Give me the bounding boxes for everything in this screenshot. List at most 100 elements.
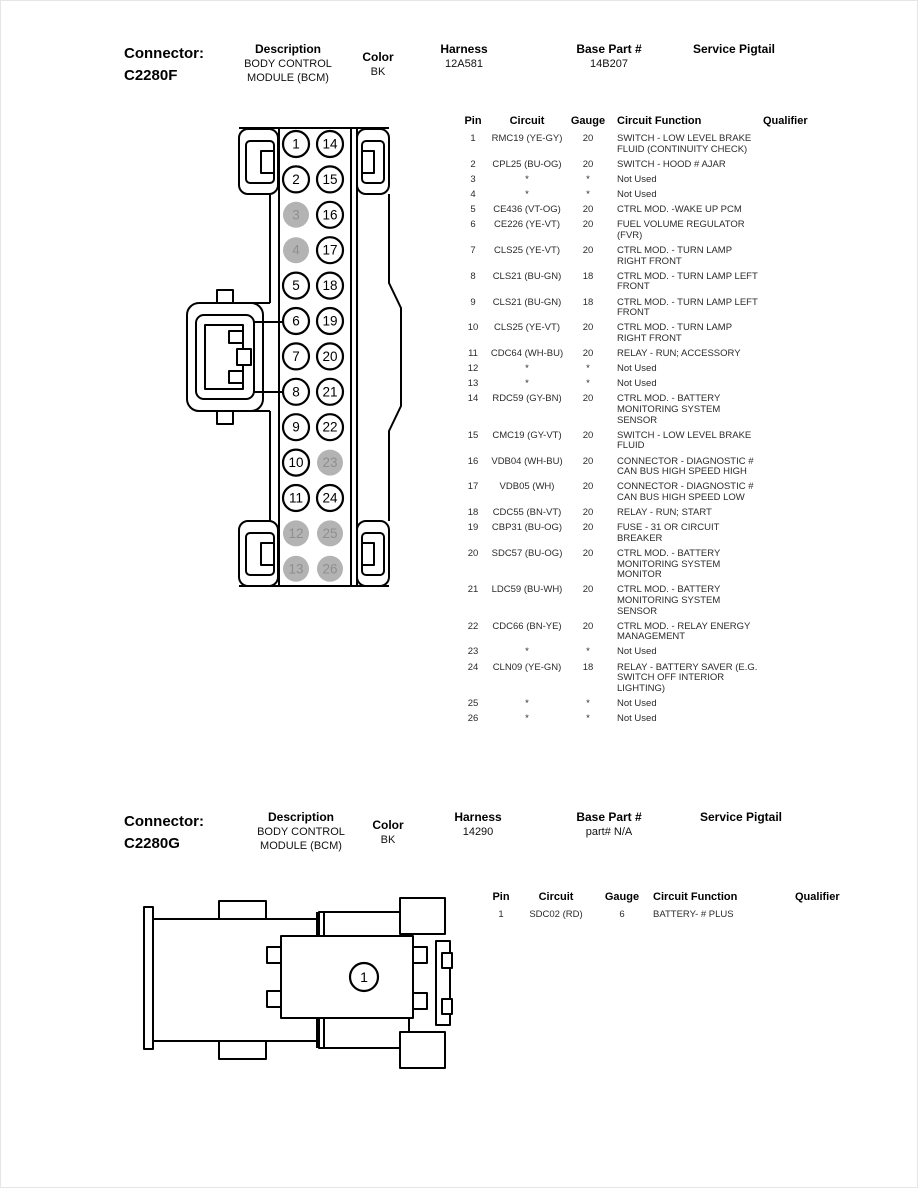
row-11-pin: 11 <box>468 348 478 359</box>
color-label: Color <box>372 818 404 832</box>
row-9-pin: 9 <box>470 296 476 308</box>
row-2-gauge: 20 <box>582 158 594 170</box>
row-7-pin: 7 <box>470 245 476 256</box>
row-1-fn: SWITCH - LOW LEVEL BRAKE FLUID (CONTINUI… <box>617 133 752 155</box>
row-8-pin: 8 <box>470 270 476 282</box>
row-7-circuit: CLS25 (YE-VT) <box>494 245 560 256</box>
row-20-pin: 20 <box>467 547 479 559</box>
row-9-gauge: 18 <box>582 296 594 308</box>
row-13-qualifier <box>763 379 819 394</box>
row-5-fn: CTRL MOD. -WAKE UP PCM <box>617 204 742 216</box>
row-18-gauge: 20 <box>582 507 594 518</box>
pin-9-label: 9 <box>292 420 300 435</box>
row-6-pin: 6 <box>470 219 476 231</box>
pin-2-circle <box>281 165 311 194</box>
row-15-fn: SWITCH - LOW LEVEL BRAKE FLUID <box>617 429 752 452</box>
row-4-fn: Not Used <box>617 189 657 200</box>
row-16-pin: 16 <box>467 455 479 467</box>
column-header-circuit: Circuit <box>538 891 574 903</box>
row-9-circuit: CLS21 (BU-GN) <box>492 296 562 308</box>
column-header-fn: Circuit Function <box>617 115 702 127</box>
row-1-pin: 1 <box>470 133 476 144</box>
service-pigtail-label: Service Pigtail <box>692 42 776 56</box>
row-5-gauge: 20 <box>582 204 594 216</box>
row-21-qualifier <box>763 585 819 621</box>
row-16-fn: CONNECTOR - DIAGNOSTIC # CAN BUS HIGH SP… <box>617 455 754 478</box>
pin-22-circle <box>315 413 345 442</box>
row-9-qualifier <box>763 298 819 324</box>
row-25-pin: 25 <box>467 697 479 709</box>
column-header-gauge: Gauge <box>604 891 640 903</box>
pin-19-label: 19 <box>322 314 337 329</box>
row-4-circuit: * <box>525 189 529 200</box>
row-6-qualifier <box>763 220 819 246</box>
row-12-pin: 12 <box>467 363 479 375</box>
row-19-fn: FUSE - 31 OR CIRCUIT BREAKER <box>617 522 720 544</box>
row-24-qualifier <box>763 663 819 699</box>
row-17-circuit: VDB05 (WH) <box>499 481 555 493</box>
row-8-qualifier <box>763 272 819 298</box>
base-part-label: Base Part # <box>576 42 642 56</box>
row-3-gauge: * <box>586 173 590 185</box>
pin-9-circle <box>281 413 311 442</box>
pin-8-circle <box>281 377 311 406</box>
pin-2-label: 2 <box>292 172 300 187</box>
row-15-qualifier <box>763 431 819 457</box>
service-pigtail-label: Service Pigtail <box>699 810 783 824</box>
row-14-fn: CTRL MOD. - BATTERY MONITORING SYSTEM SE… <box>617 393 721 426</box>
pin-7-label: 7 <box>292 349 300 364</box>
pin-1-circle <box>348 961 380 993</box>
base-part-block-g: Base Part # part# N/A <box>554 810 664 840</box>
description-label: Description <box>254 42 321 56</box>
row-24-fn: RELAY - BATTERY SAVER (E.G. SWITCH OFF I… <box>617 661 758 694</box>
row-1-circuit: RMC19 (YE-GY) <box>491 133 563 144</box>
row-25-circuit: * <box>525 697 529 709</box>
pin-21-label: 21 <box>322 384 337 399</box>
row-6-circuit: CE226 (YE-VT) <box>494 219 560 231</box>
column-header-qualifier: Qualifier <box>795 891 840 903</box>
row-1-gauge: 6 <box>619 909 625 920</box>
row-14-pin: 14 <box>467 393 479 405</box>
row-8-fn: CTRL MOD. - TURN LAMP LEFT FRONT <box>617 270 758 293</box>
pin-21-circle <box>315 377 345 406</box>
pin-11-circle <box>281 483 311 513</box>
row-23-gauge: * <box>586 646 590 658</box>
pin-7-circle <box>281 342 311 371</box>
row-22-qualifier <box>763 622 819 648</box>
row-26-pin: 26 <box>467 713 479 724</box>
row-13-circuit: * <box>525 378 529 390</box>
row-24-circuit: CLN09 (YE-GN) <box>492 661 562 673</box>
row-23-pin: 23 <box>467 646 479 658</box>
connector-title-block-g: Connector: C2280G <box>124 811 244 855</box>
pin-12-circle <box>283 520 309 547</box>
row-24-gauge: 18 <box>582 661 594 673</box>
row-15-pin: 15 <box>467 429 479 441</box>
row-11-fn: RELAY - RUN; ACCESSORY <box>617 348 741 359</box>
color-label: Color <box>362 50 394 64</box>
pin-25-label: 25 <box>322 526 337 541</box>
row-20-qualifier <box>763 549 819 585</box>
row-21-gauge: 20 <box>582 584 594 596</box>
base-part-value: 14B207 <box>590 58 628 70</box>
row-1-pin: 1 <box>498 909 504 920</box>
row-22-circuit: CDC66 (BN-YE) <box>492 620 562 632</box>
row-17-gauge: 20 <box>582 481 594 493</box>
pin-19-circle <box>315 306 345 336</box>
connector-label: Connector: <box>124 813 204 830</box>
pin-3-label: 3 <box>292 207 300 222</box>
row-19-qualifier <box>763 523 819 549</box>
pin-15-label: 15 <box>322 172 337 187</box>
pin-4-circle <box>283 237 309 264</box>
pin-11-label: 11 <box>289 491 303 506</box>
pin-8-label: 8 <box>292 384 300 399</box>
row-17-pin: 17 <box>467 481 479 493</box>
row-12-gauge: * <box>586 363 590 375</box>
pin-15-circle <box>315 165 345 194</box>
row-13-gauge: * <box>586 378 590 390</box>
row-4-qualifier <box>763 190 819 205</box>
connector-diagram-c2280g: 1 <box>143 897 453 1069</box>
row-4-pin: 4 <box>470 189 476 200</box>
row-18-circuit: CDC55 (BN-VT) <box>492 507 562 518</box>
row-9-fn: CTRL MOD. - TURN LAMP LEFT FRONT <box>617 296 758 319</box>
